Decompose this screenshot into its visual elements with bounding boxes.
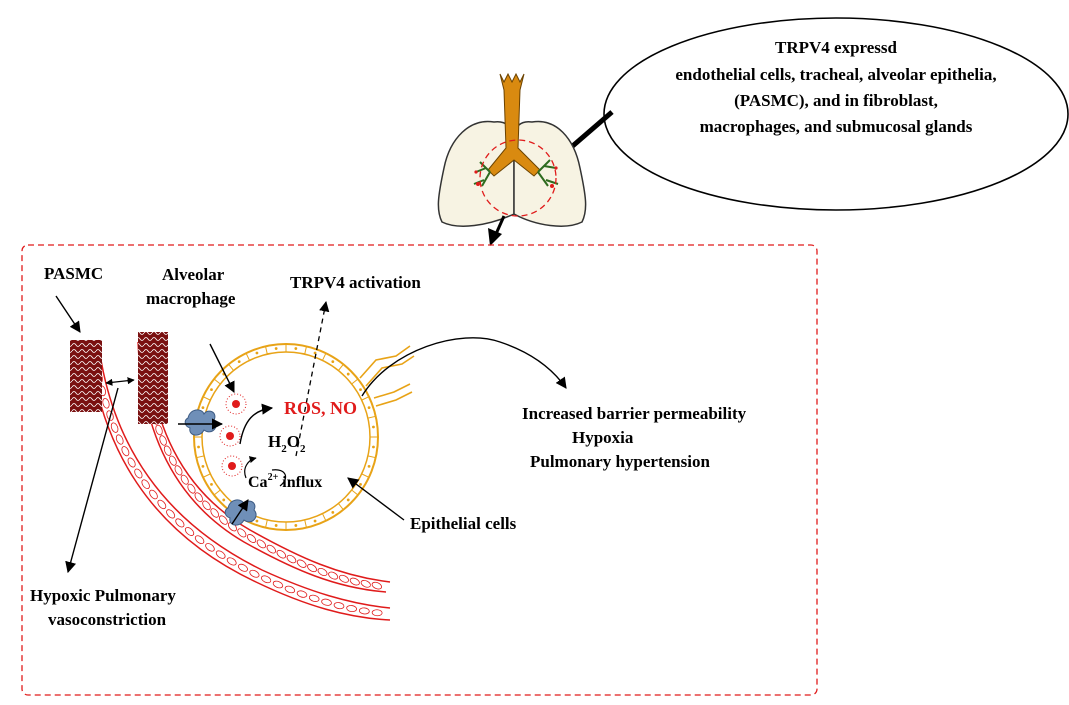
outcome-3: Pulmonary hypertension [530, 452, 710, 471]
label-ros-no: ROS, NO [284, 398, 357, 418]
pasmc-gap-arrow [105, 377, 135, 386]
bronchi-tips [474, 166, 558, 188]
blood-vessels [87, 339, 391, 621]
outcome-2: Hypoxia [572, 428, 634, 447]
arrow-epithelial [347, 477, 405, 521]
label-alveolar: Alveolar [162, 265, 225, 284]
trachea [487, 72, 541, 177]
detail-box [21, 244, 818, 696]
arrow-trpv4-activation [295, 300, 330, 457]
arrow-ca-to-h2o2 [244, 456, 257, 479]
label-hypoxic-1: Hypoxic Pulmonary [30, 586, 176, 605]
callout-line-1: TRPV4 expressd [775, 38, 898, 57]
lung-focus-circle [479, 139, 557, 217]
right-lung [513, 120, 587, 227]
arrow-to-outcomes [361, 337, 567, 397]
vessel-outer-2 [87, 339, 391, 621]
arrow-ca-swoop [271, 469, 287, 487]
receptor-bottom-icon [224, 499, 257, 526]
vessel-cells [91, 347, 383, 617]
alveolus-branch [359, 345, 415, 407]
vessel-inner-1 [147, 341, 391, 583]
macrophage-2 [219, 425, 241, 447]
callout-line-3: (PASMC), and in fibroblast, [734, 91, 938, 110]
label-epithelial-cells: Epithelial cells [410, 514, 517, 533]
arrow-pasmc [55, 295, 81, 333]
macrophage-1 [225, 393, 247, 415]
arrow-into-receptor-2 [231, 499, 249, 525]
pasmc-left [70, 340, 102, 412]
macrophages [219, 393, 247, 477]
vessel-outer-1 [97, 339, 391, 609]
pasmc-right [138, 332, 168, 424]
label-trpv4-activation: TRPV4 activation [290, 273, 421, 292]
lung-to-box-arrow [488, 215, 506, 246]
outcome-1: Increased barrier permeability [522, 404, 747, 423]
label-pasmc: PASMC [44, 264, 103, 283]
macrophage-3 [221, 455, 243, 477]
pasmc-blocks [70, 332, 168, 424]
label-macrophage: macrophage [146, 289, 236, 308]
lungs-illustration [437, 72, 587, 227]
bronchi [473, 159, 559, 187]
receptor-top-icon [184, 409, 217, 436]
callout-ellipse [603, 17, 1069, 211]
left-lung [437, 120, 515, 227]
label-h2o2: H2O2 [268, 432, 306, 455]
arrow-macrophage-label [209, 343, 235, 394]
callout-line-4: macrophages, and submucosal glands [700, 117, 973, 136]
label-ca-influx: Ca2+ influx [248, 472, 322, 491]
callout-line-2: endothelial cells, tracheal, alveolar ep… [675, 65, 996, 84]
callout-bubble: TRPV4 expressd endothelial cells, trache… [603, 17, 1069, 211]
label-hypoxic-2: vasoconstriction [48, 610, 167, 629]
arrow-hypoxic [65, 387, 119, 574]
arrow-h2o2-to-ros [239, 403, 274, 445]
